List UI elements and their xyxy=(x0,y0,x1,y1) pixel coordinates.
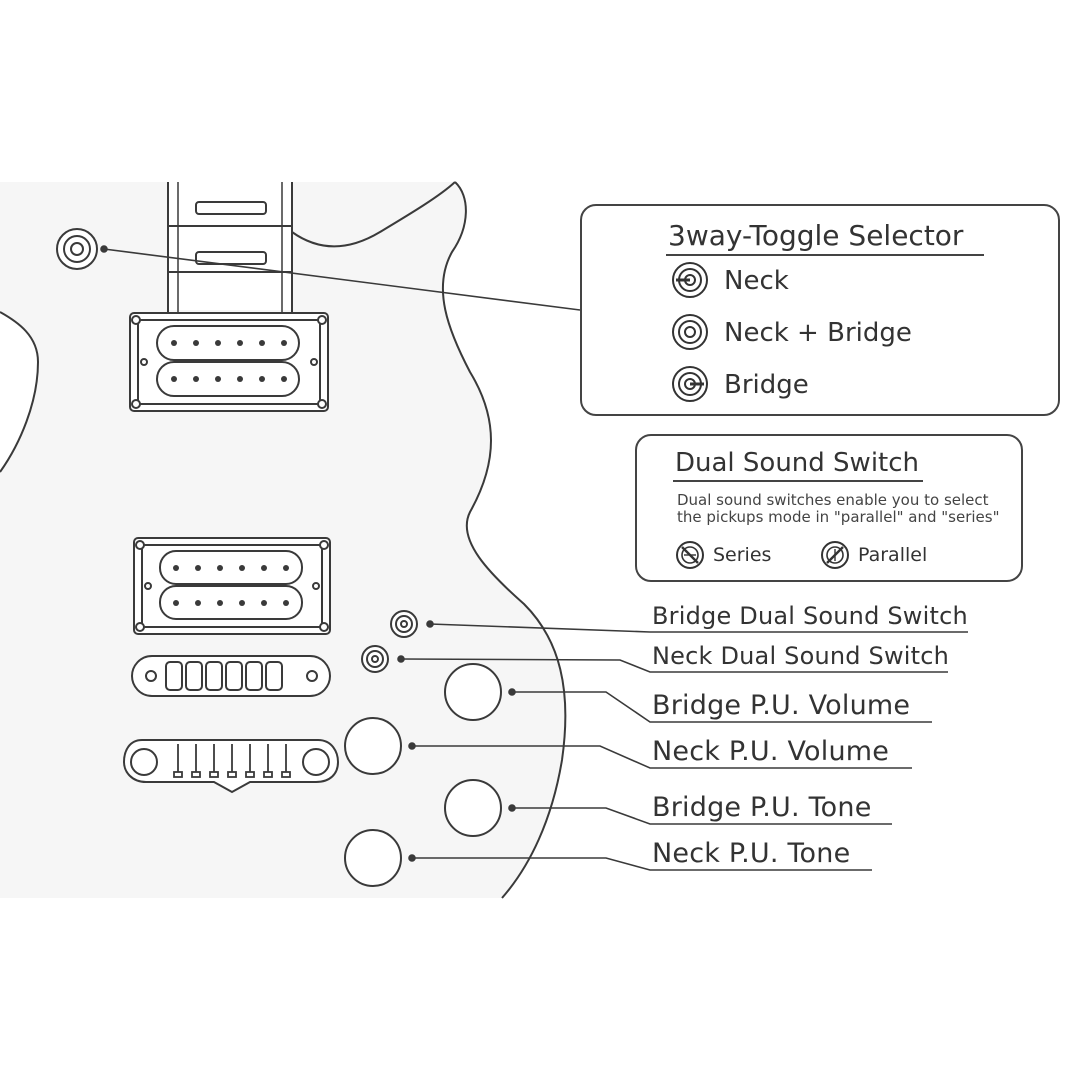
toggle-bridge-icon xyxy=(672,366,708,402)
bridge-volume-knob xyxy=(444,663,502,721)
body-outline-left xyxy=(0,311,40,473)
toggle-selector-title: 3way-Toggle Selector xyxy=(668,219,964,252)
parallel-icon xyxy=(821,541,849,569)
neck-dual-sound-switch-label: Neck Dual Sound Switch xyxy=(652,642,950,670)
dual-sound-switch-box: Dual Sound Switch Dual sound switches en… xyxy=(635,434,1023,582)
bridge-tone-knob xyxy=(444,779,502,837)
neck-volume-knob xyxy=(344,717,402,775)
parallel-label: Parallel xyxy=(858,544,928,566)
bridge-pickup xyxy=(133,537,331,635)
bridge-dual-sound-mini-switch xyxy=(390,610,418,638)
toggle-neck-icon xyxy=(672,262,708,298)
toggle-option-neck-bridge: Neck + Bridge xyxy=(724,318,912,348)
series-label: Series xyxy=(713,544,772,566)
knobs xyxy=(344,663,502,887)
toggle-title-underline xyxy=(666,254,984,256)
stop-tailpiece xyxy=(122,739,340,794)
dual-description-line2: the pickups mode in "parallel" and "seri… xyxy=(677,508,1000,526)
toggle-middle-icon xyxy=(672,314,708,350)
toggle-option-bridge: Bridge xyxy=(724,370,809,400)
series-icon xyxy=(676,541,704,569)
neck-dual-sound-mini-switch xyxy=(361,645,389,673)
toggle-switch xyxy=(56,228,98,270)
tune-o-matic-bridge xyxy=(130,655,332,697)
dual-sound-title: Dual Sound Switch xyxy=(675,448,920,478)
neck-tone-knob xyxy=(344,829,402,887)
bridge-pu-tone-label: Bridge P.U. Tone xyxy=(652,792,872,823)
dual-description-line1: Dual sound switches enable you to select xyxy=(677,491,989,509)
toggle-selector-box: 3way-Toggle Selector Neck Neck + Bridge … xyxy=(580,204,1060,416)
neck-pu-volume-label: Neck P.U. Volume xyxy=(652,736,890,767)
cutaway-outline xyxy=(291,181,456,248)
neck-pickup xyxy=(129,312,329,412)
toggle-option-neck: Neck xyxy=(724,266,789,296)
leader-lines xyxy=(100,245,968,871)
bridge-pickup-poles xyxy=(173,565,289,606)
bridge-pu-volume-label: Bridge P.U. Volume xyxy=(652,690,911,721)
neck xyxy=(167,182,293,312)
body-outline xyxy=(441,181,567,899)
neck-pu-tone-label: Neck P.U. Tone xyxy=(652,838,851,869)
bridge-dual-sound-switch-label: Bridge Dual Sound Switch xyxy=(652,602,968,630)
neck-pickup-poles xyxy=(171,340,287,382)
dual-title-underline xyxy=(673,480,923,482)
